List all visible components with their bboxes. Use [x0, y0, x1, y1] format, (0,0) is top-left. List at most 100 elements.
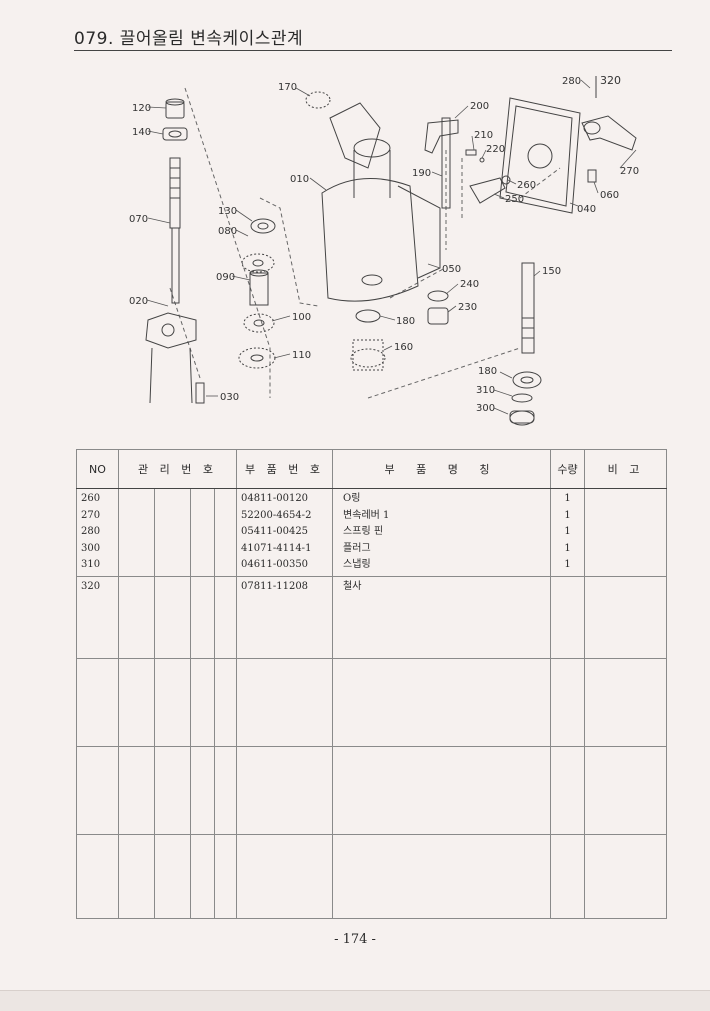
cell-no — [76, 746, 119, 835]
cell-mgmt — [154, 576, 191, 659]
header-quantity: 수량 — [550, 449, 586, 489]
cell-mgmt — [118, 658, 155, 747]
cell-mgmt — [213, 746, 238, 835]
cell-note — [584, 658, 668, 747]
cell-mgmt — [118, 488, 155, 577]
middle-gear-stack — [238, 218, 276, 369]
shift-fork-group — [424, 117, 511, 325]
part-label: 240 — [460, 279, 479, 290]
title-rule — [74, 50, 672, 51]
cell-part-name — [332, 834, 552, 919]
cell-part-number — [236, 834, 334, 919]
cell-mgmt — [154, 488, 191, 577]
table-row — [76, 746, 668, 835]
cell-no — [76, 658, 119, 747]
cell-mgmt — [154, 658, 191, 747]
part-label: 180 — [396, 316, 415, 327]
cell-no: 260 270 280 300 310 — [76, 488, 119, 577]
part-label: 190 — [412, 168, 431, 179]
exploded-parts-diagram: 120 140 070 020 130 080 090 100 110 030 … — [129, 74, 639, 426]
cell-quantity — [550, 576, 586, 659]
part-label: 250 — [505, 194, 524, 205]
part-label: 180 — [478, 366, 497, 377]
cell-mgmt — [154, 834, 191, 919]
cell-mgmt — [118, 746, 155, 835]
cell-mgmt — [190, 658, 215, 747]
part-label: 200 — [470, 101, 489, 112]
cell-note — [584, 488, 668, 577]
part-label: 050 — [442, 264, 461, 275]
page-bottom-edge — [0, 990, 710, 1011]
page-title: 079. 끌어올림 변속케이스관계 — [74, 29, 304, 49]
cell-mgmt — [190, 576, 215, 659]
header-note: 비 고 — [584, 449, 668, 489]
cell-mgmt — [213, 488, 238, 577]
cell-part-name: O링 변속레버 1 스프링 핀 플러그 스냅링 — [332, 488, 552, 577]
leader-lines — [146, 79, 637, 415]
cell-quantity — [550, 746, 586, 835]
cell-part-number: 04811-00120 52200-4654-2 05411-00425 410… — [236, 488, 334, 577]
part-label: 040 — [577, 204, 596, 215]
part-label: 080 — [218, 226, 237, 237]
cell-part-name: 철사 — [332, 576, 552, 659]
part-label: 060 — [600, 190, 619, 201]
part-label: 020 — [129, 296, 148, 307]
header-part-number: 부 품 번 호 — [236, 449, 334, 489]
cell-note — [584, 576, 668, 659]
part-label: 310 — [476, 385, 495, 396]
cell-part-name — [332, 658, 552, 747]
part-label: 030 — [220, 392, 239, 403]
part-label: 070 — [129, 214, 148, 225]
part-label: 100 — [292, 312, 311, 323]
part-label: 220 — [486, 144, 505, 155]
part-label: 090 — [216, 272, 235, 283]
part-label: 110 — [292, 350, 311, 361]
cell-part-number — [236, 746, 334, 835]
cell-part-number — [236, 658, 334, 747]
part-label: 160 — [394, 342, 413, 353]
part-labels: 120 140 070 020 130 080 090 100 110 030 … — [129, 74, 639, 414]
cell-note — [584, 834, 668, 919]
cell-note — [584, 746, 668, 835]
header-management-number: 관 리 번 호 — [117, 449, 238, 489]
left-shaft-assembly — [145, 98, 205, 404]
cell-mgmt — [118, 576, 155, 659]
page-number: - 174 - — [334, 932, 376, 947]
cell-mgmt — [154, 746, 191, 835]
part-label: 130 — [218, 206, 237, 217]
header-no: NO — [76, 449, 119, 489]
table-row — [76, 834, 668, 919]
part-label: 230 — [458, 302, 477, 313]
part-label: 270 — [620, 166, 639, 177]
cell-mgmt — [190, 746, 215, 835]
part-label: 170 — [278, 82, 297, 93]
part-label: 260 — [517, 180, 536, 191]
table-row — [76, 658, 668, 747]
header-part-name: 부 품 명 칭 — [332, 449, 552, 489]
table-row: 260 270 280 300 310 04811-00120 52200-46… — [76, 488, 668, 577]
cell-mgmt — [213, 576, 238, 659]
cell-mgmt — [190, 488, 215, 577]
cell-quantity: 1 1 1 1 1 — [550, 488, 586, 577]
cell-mgmt — [213, 834, 238, 919]
parts-table: NO 관 리 번 호 부 품 번 호 부 품 명 칭 수량 비 고 260 27… — [76, 449, 668, 919]
cell-quantity — [550, 834, 586, 919]
table-row: 320 07811-11208 철사 — [76, 576, 668, 659]
cell-quantity — [550, 658, 586, 747]
part-label: 010 — [290, 174, 309, 185]
part-label: 140 — [132, 127, 151, 138]
right-shaft-assembly — [509, 262, 542, 426]
part-label: 280 — [562, 76, 581, 87]
main-housing — [305, 91, 441, 371]
cell-no — [76, 834, 119, 919]
cell-mgmt — [118, 834, 155, 919]
part-label: 150 — [542, 266, 561, 277]
cell-mgmt — [190, 834, 215, 919]
part-label: 300 — [476, 403, 495, 414]
part-label: 320 — [600, 74, 621, 87]
cover-plate-group — [499, 76, 637, 214]
cell-mgmt — [213, 658, 238, 747]
cell-part-number: 07811-11208 — [236, 576, 334, 659]
assembly-guide-lines — [169, 87, 561, 399]
cell-part-name — [332, 746, 552, 835]
